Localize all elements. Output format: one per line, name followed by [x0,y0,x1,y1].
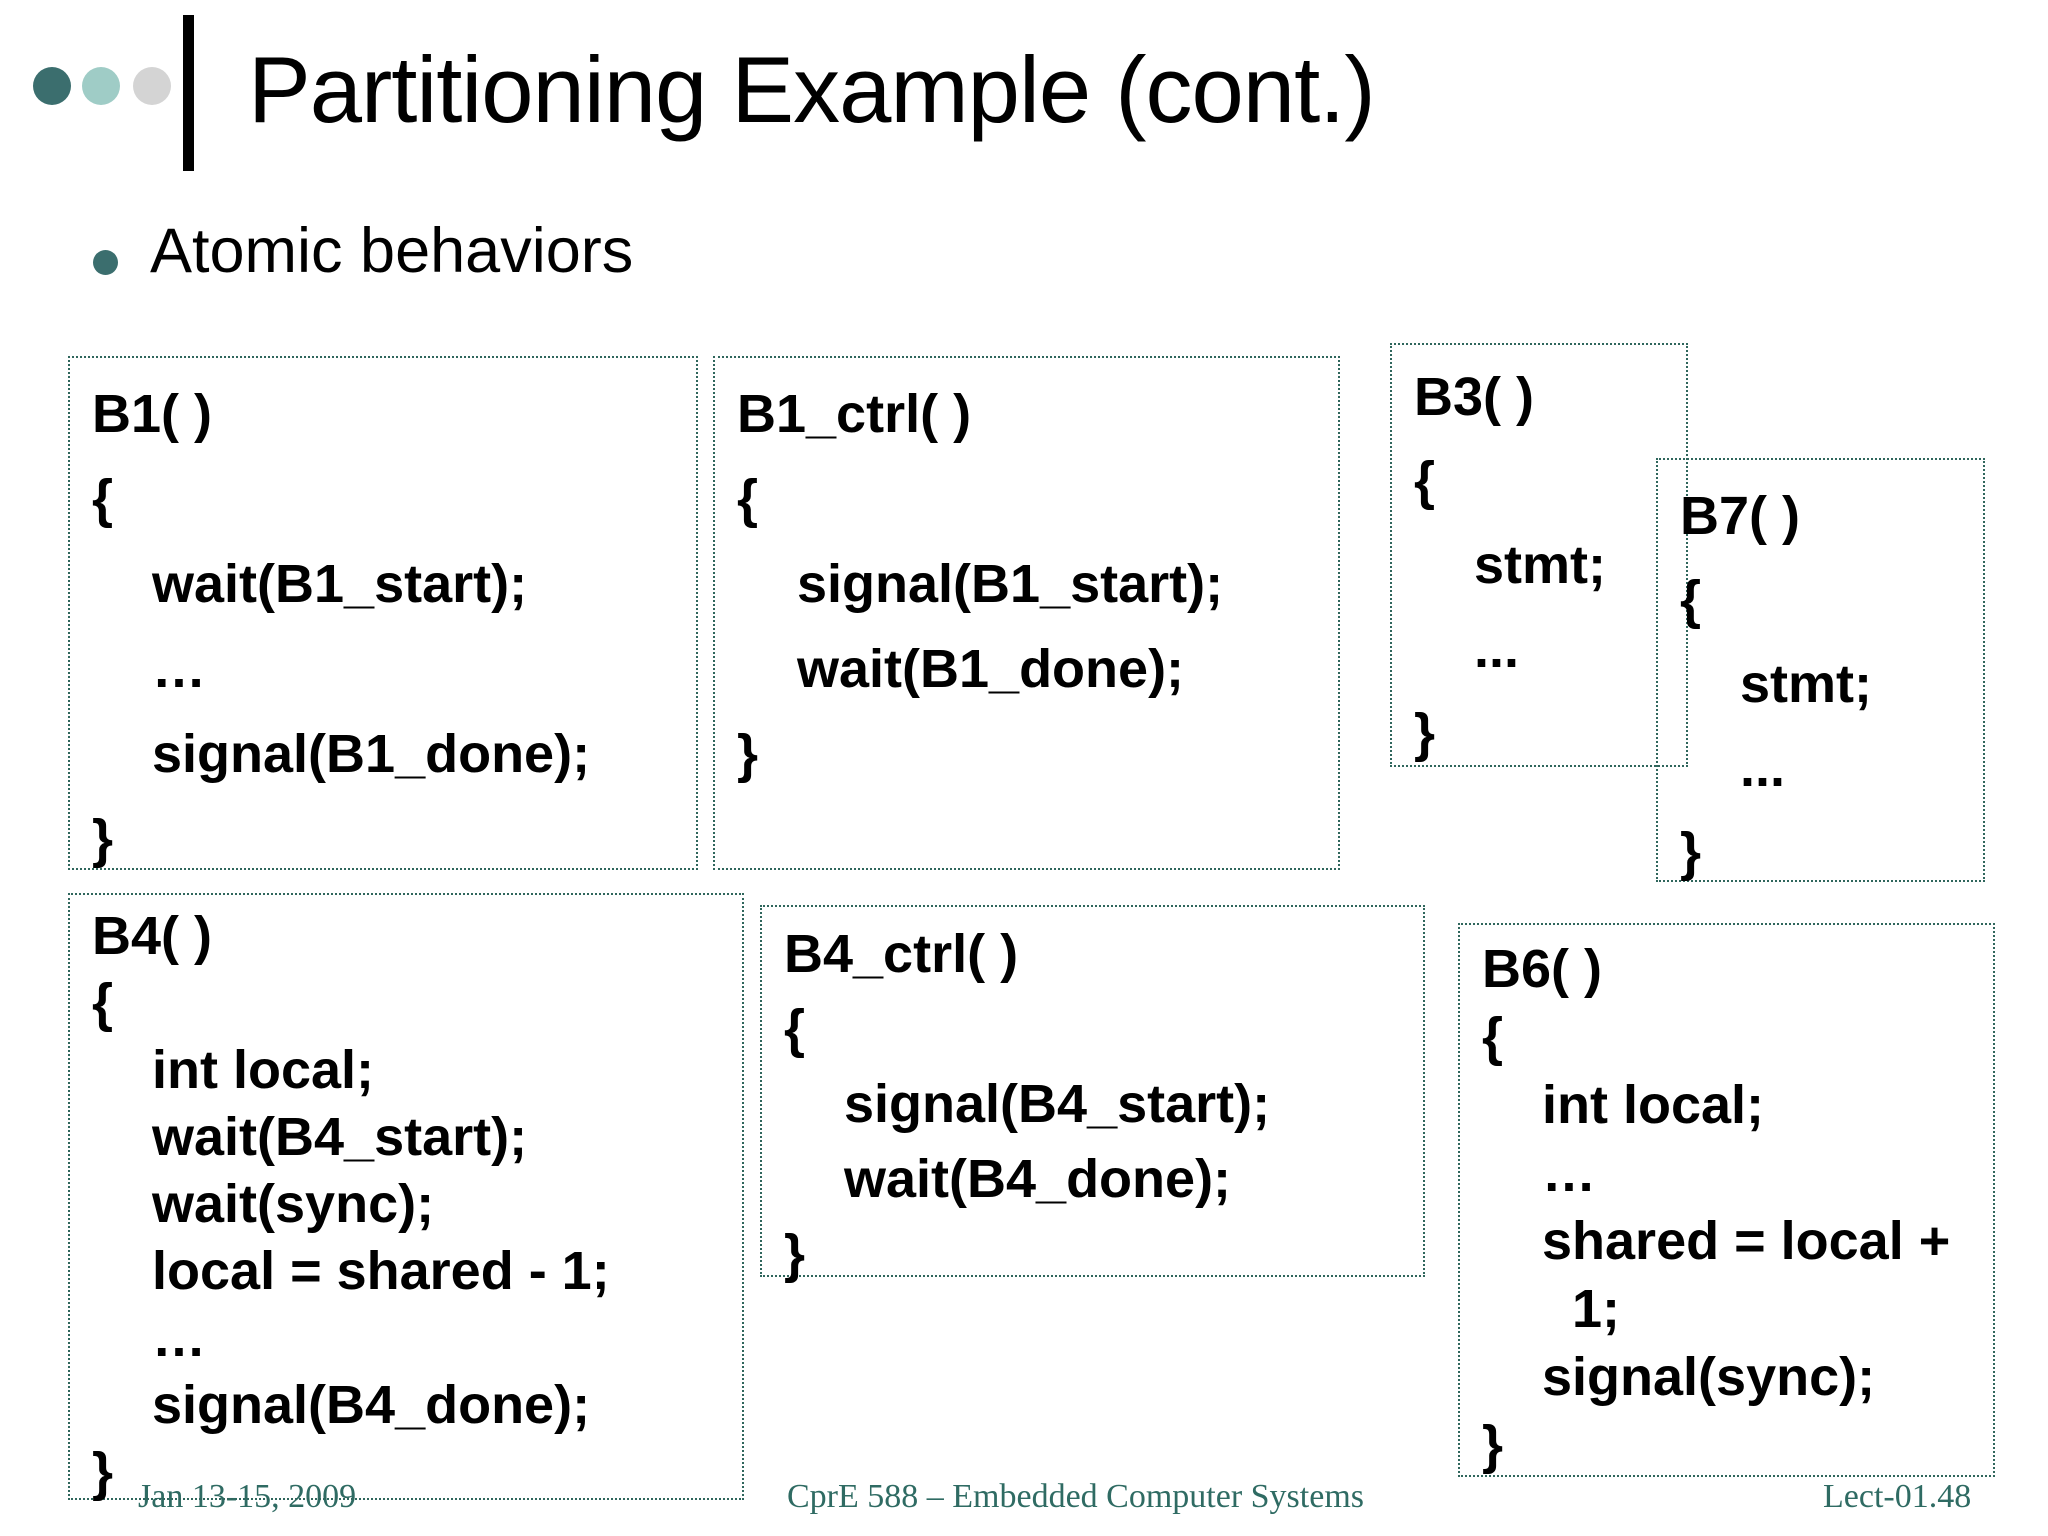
code-line: B3( ) [1414,367,1534,427]
title-divider-bar [183,15,194,171]
code-line: { [92,469,114,529]
code-line: } [92,1442,114,1502]
code-box-b6: B6( ){ int local; … shared = local + 1; … [1458,923,1995,1477]
code-line: { [1414,451,1436,511]
bullet-icon [93,250,118,275]
footer-date: Jan 13-15, 2009 [138,1478,357,1515]
code-line: B4_ctrl( ) [784,924,1019,984]
code-line: B7( ) [1680,486,1800,546]
accent-dot-light-icon [82,67,120,105]
code-line: B4( ) [92,906,212,966]
bullet-text: Atomic behaviors [150,216,634,286]
code-line: { [92,973,114,1033]
code-line: { [784,999,806,1059]
accent-dot-dark-icon [33,67,71,105]
code-box-b4-ctrl: B4_ctrl( ) { signal(B4_start); wait(B4_do… [760,905,1425,1284]
code-box-b7: B7( ) { stmt; ...} [1656,458,1985,882]
code-box-b4: B4( ) { int local; wait(B4_start); wait(s… [68,893,744,1502]
code-line: wait(B1_done); [737,639,1185,699]
footer-lecture-number: Lect-01.48 [1823,1478,1972,1515]
code-line: } [1680,822,1702,882]
code-line: signal(B1_start); [737,554,1224,614]
title-accent-dots-icon [33,67,183,107]
accent-dot-gray-icon [133,67,171,105]
code-line: wait(B4_done); [784,1149,1232,1209]
code-line: B6( ) [1482,939,1602,999]
code-line: int local; [92,1040,375,1100]
code-line: { [737,469,759,529]
code-line: { [1482,1007,1504,1067]
code-line: int local; [1482,1075,1765,1135]
code-line: B1( ) [92,384,212,444]
code-line: signal(B4_start); [784,1074,1271,1134]
code-line: wait(B4_start); [92,1107,528,1167]
code-line: } [1414,703,1436,763]
code-line: … [92,1308,207,1368]
code-line: } [784,1224,806,1284]
code-line: ... [1680,738,1786,798]
code-box-b1-ctrl: B1_ctrl( ) { signal(B1_start); wait(B1_do… [713,356,1340,870]
code-line: signal(sync); [1482,1347,1876,1407]
code-line: ... [1414,619,1520,679]
code-line: 1; [1482,1279,1621,1339]
code-box-b1: B1( ) { wait(B1_start); … signal(B1_done)… [68,356,698,870]
code-line: stmt; [1680,654,1873,714]
code-line: shared = local + [1482,1211,1951,1271]
code-line: wait(B1_start); [92,554,528,614]
code-line: signal(B4_done); [92,1375,591,1435]
code-line: signal(B1_done); [92,724,591,784]
code-box-b3: B3( ) { stmt; ...} [1390,343,1688,767]
page-title: Partitioning Example (cont.) [248,37,1376,142]
code-line: … [92,639,207,699]
code-line: } [1482,1415,1504,1475]
footer-course-title: CprE 588 – Embedded Computer Systems [787,1478,1365,1515]
code-line: } [92,809,114,869]
code-line: } [737,724,759,784]
code-line: B1_ctrl( ) [737,384,972,444]
code-line: { [1680,570,1702,630]
code-line: … [1482,1143,1597,1203]
code-line: stmt; [1414,535,1607,595]
code-line: wait(sync); [92,1174,435,1234]
code-line: local = shared - 1; [92,1241,610,1301]
